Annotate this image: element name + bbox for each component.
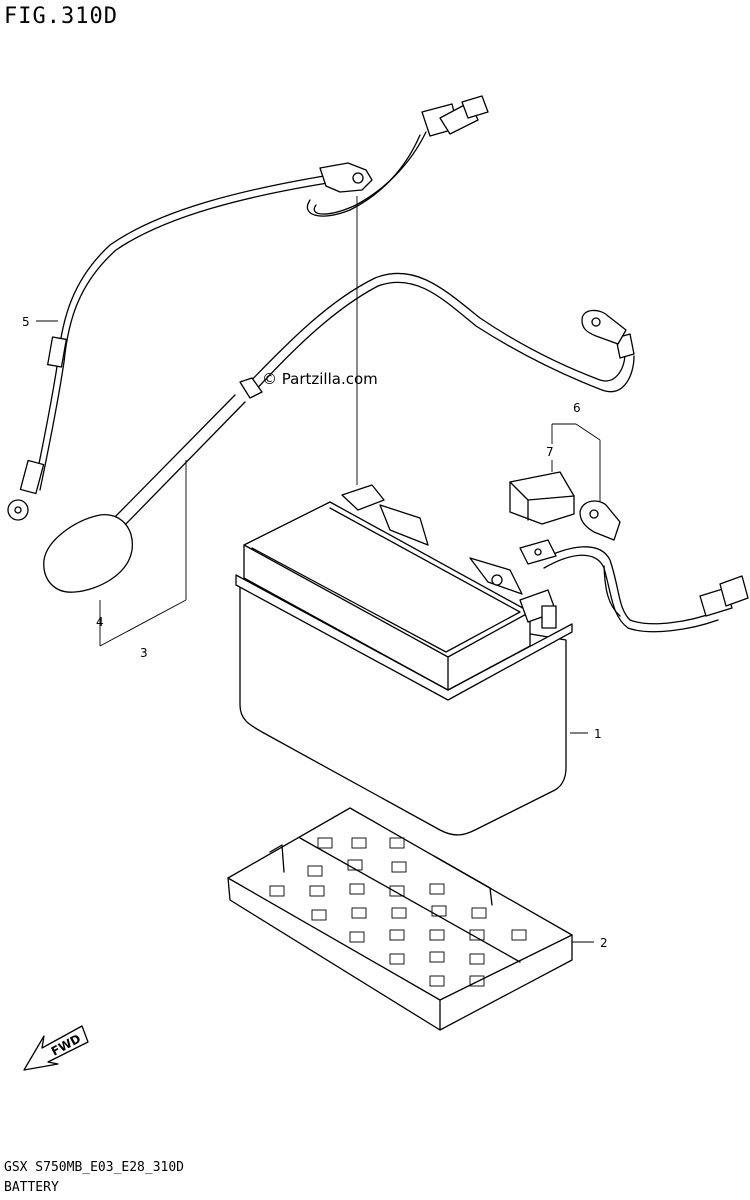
battery-tray-part-2[interactable] [227,807,573,1031]
callout-label-1: 1 [594,727,602,741]
upper-connector-wire[interactable] [306,95,489,217]
figure-title: FIG.310D [4,4,118,29]
relay-part-7[interactable] [509,471,575,525]
callout-label-5: 5 [22,315,30,329]
positive-lead-part-3[interactable] [239,272,635,399]
tray-slots [269,837,527,987]
watermark-text: © Partzilla.com [262,370,378,388]
ground-wire-part-5[interactable] [7,162,373,521]
callout-label-4: 4 [96,615,104,629]
callout-5: 5 [22,315,58,329]
harness-part-6[interactable] [519,500,749,633]
callout-3-4: 3 4 [96,460,187,660]
callout-2: 2 [572,936,608,950]
figure-code: GSX S750MB_E03_E28_310D [4,1160,185,1175]
callout-6-7: 6 7 [546,401,601,502]
callout-label-7: 7 [546,445,554,459]
battery-part-1[interactable] [235,484,573,836]
callout-label-2: 2 [600,936,608,950]
cap-part-4[interactable] [43,394,246,593]
fwd-arrow-icon: FWD [23,1025,89,1071]
figure-name: BATTERY [4,1180,59,1195]
callout-1: 1 [570,727,602,741]
callout-label-6: 6 [573,401,581,415]
callout-label-3: 3 [140,646,148,660]
